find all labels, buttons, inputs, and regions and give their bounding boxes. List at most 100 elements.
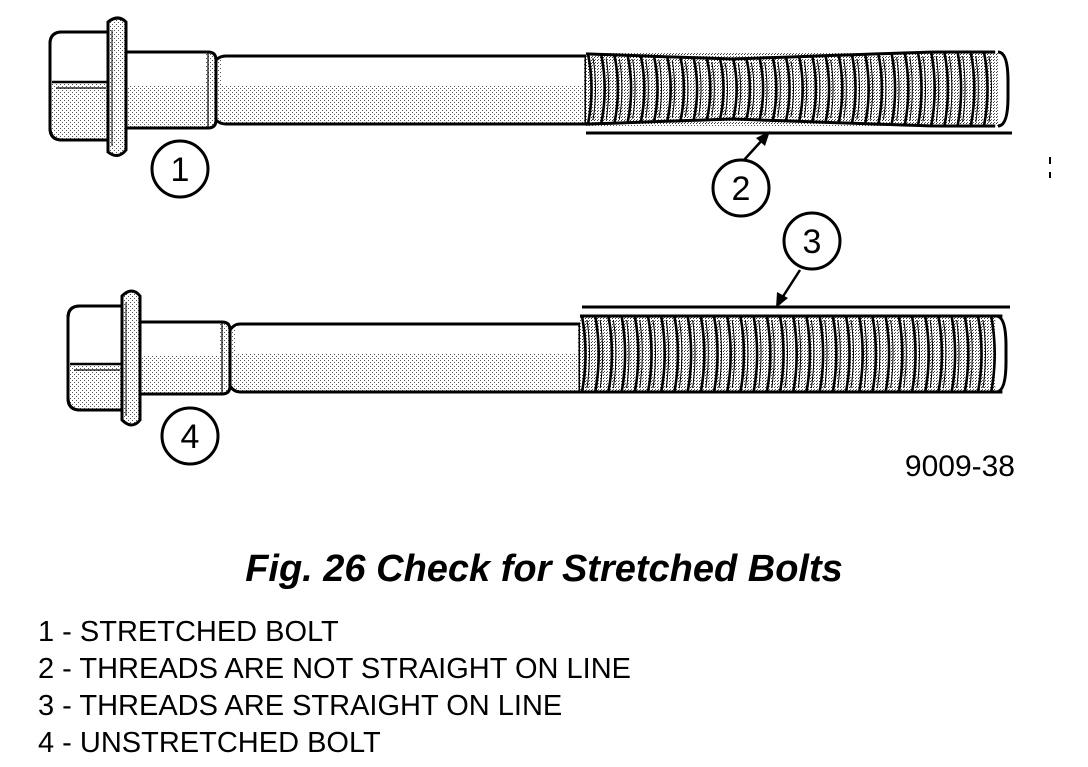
bolt-1-thread-shade [948, 55, 953, 123]
bolt-1-thread-shade [882, 57, 887, 121]
bolt-1-thread-shade [750, 62, 755, 116]
bolt-1-thread-crest [731, 58, 738, 120]
bolt-4-thread-crest [725, 315, 732, 393]
bolt-1-thread-crest [626, 55, 633, 123]
bolt-1-thread-crest [969, 51, 976, 127]
bolt-1-thread-shade [975, 55, 979, 123]
bolt-1-thread-crest [599, 54, 606, 124]
bolt-4-thread-shade [718, 319, 722, 389]
bolt-4-thread-crest [844, 315, 851, 393]
bolt-1-thread-shade [962, 55, 966, 123]
callout-1: 1 [150, 139, 210, 199]
bolt-1-thread-crest [929, 51, 936, 127]
callout-3: 3 [782, 211, 842, 271]
bolt-1-thread-shade [592, 57, 596, 121]
bolt-1-thread-shade [605, 58, 610, 120]
bolt-4-thread-shade [758, 319, 762, 389]
bolt-4-thread-shade [810, 319, 815, 389]
bolt-1-thread-shade [658, 60, 662, 118]
legend-item-3: 3 - THREADS ARE STRAIGHT ON LINE [38, 690, 563, 722]
bolt-4-thread-shade [969, 319, 973, 389]
bolt-1-thread-shade [737, 62, 742, 116]
unstretched-bolt [66, 269, 1010, 427]
bolt-4-thread-crest [633, 315, 640, 393]
bolt-4-thread-crest [818, 315, 825, 393]
bolt-4-thread-crest [871, 315, 878, 393]
bolt-4-thread-crest [752, 315, 759, 393]
bolt-4-thread-shade [612, 319, 617, 389]
bolt-1-thread-shade [935, 56, 940, 122]
bolt-4-thread-shade [639, 319, 643, 389]
bolt-4-thread-crest [976, 315, 983, 393]
bolt-1-thread-shade [843, 59, 847, 119]
svg-text:4: 4 [181, 418, 200, 456]
bolt-4-thread-shade [586, 319, 590, 389]
bolt-4-thread-shade [784, 319, 788, 389]
bolt-4-thread-shade [797, 319, 802, 389]
bolt-1-flange [106, 16, 128, 157]
bolt-1-thread-crest [956, 51, 963, 127]
bolt-4-thread-shade [942, 319, 947, 389]
bolt-4-thread-shade [824, 319, 828, 389]
bolt-4-thread-shade [705, 319, 709, 389]
bolt-1-thread-crest [758, 57, 765, 121]
bolt-1-thread-crest [652, 55, 659, 123]
bolt-1-thread-shade [671, 60, 676, 118]
bolt-4-thread-shade [599, 319, 604, 389]
bolt-1-thread-crest [982, 51, 989, 127]
bolt-1-thread-crest [639, 55, 646, 123]
bolt-4-thread-shade [744, 319, 749, 389]
bolt-4-thread-crest [765, 315, 772, 393]
bolt-4-thread-shade [929, 319, 934, 389]
bolt-4-thread-shade [652, 319, 656, 389]
bolt-4-thread-crest [673, 315, 680, 393]
bolt-diagram: 1 2 3 4 9009-38 [48, 16, 1051, 483]
bolt-4-thread-crest [659, 315, 666, 393]
bolt-4-thread-shade [626, 319, 630, 389]
bolt-4-thread-shade [850, 319, 854, 389]
bolt-4-thread-crest [620, 315, 627, 393]
legend-item-1: 1 - STRETCHED BOLT [38, 616, 339, 648]
bolt-1-thread-shade [684, 61, 689, 117]
bolt-1-thread-crest [811, 55, 818, 123]
callout-2: 2 [711, 158, 771, 218]
bolt-1-thread-shade [803, 60, 808, 118]
bolt-1-thread-shade [618, 58, 623, 120]
bolt-4-thread-crest [646, 315, 653, 393]
bolt-1-thread-crest [784, 56, 791, 122]
bolt-1-thread-shade [711, 61, 715, 117]
bolt-1-thread-shade [645, 59, 649, 119]
bolt-4-thread-crest [950, 315, 957, 393]
bolt-4-thread-shade [678, 319, 683, 389]
bolt-4-thread-shade [863, 319, 868, 389]
bolt-1-thread-crest [850, 54, 857, 124]
bolt-4-thread-shade [956, 319, 960, 389]
bolt-4-thread-shade [771, 319, 775, 389]
bolt-4-thread-crest [593, 315, 600, 393]
bolt-1-thread-shade [896, 57, 900, 121]
bolt-4-thread-crest [884, 315, 891, 393]
bolt-1-threads [585, 50, 1010, 128]
bolt-4-thread-crest [791, 315, 798, 393]
bolt-1-thread-shade [909, 56, 913, 122]
bolt-1-thread-crest [877, 53, 884, 125]
callout-2-arrow [743, 131, 770, 161]
bolt-4-thread-crest [739, 315, 746, 393]
bolt-4-thread-crest [989, 315, 996, 393]
bolt-1-thread-shade [764, 62, 768, 116]
bolt-4-thread-crest [712, 315, 719, 393]
bolt-1-thread-crest [943, 51, 950, 127]
bolt-1-thread-outline-bottom [585, 117, 996, 128]
bolt-1-thread-crest [718, 58, 725, 120]
bolt-1-thread-shade [698, 61, 702, 117]
bolt-4-thread-shade [890, 319, 894, 389]
callout-3-arrow [776, 269, 802, 308]
bolt-1-thread-crest [824, 55, 831, 123]
svg-text:2: 2 [732, 170, 751, 208]
bolt-1-thread-shade [816, 60, 821, 118]
bolt-1-thread-crest [586, 53, 593, 125]
bolt-4-thread-crest [937, 315, 944, 393]
bolt-4-thread-shade [837, 319, 841, 389]
bolt-1-thread-crest [890, 53, 897, 125]
bolt-1-thread-shade [856, 58, 860, 120]
